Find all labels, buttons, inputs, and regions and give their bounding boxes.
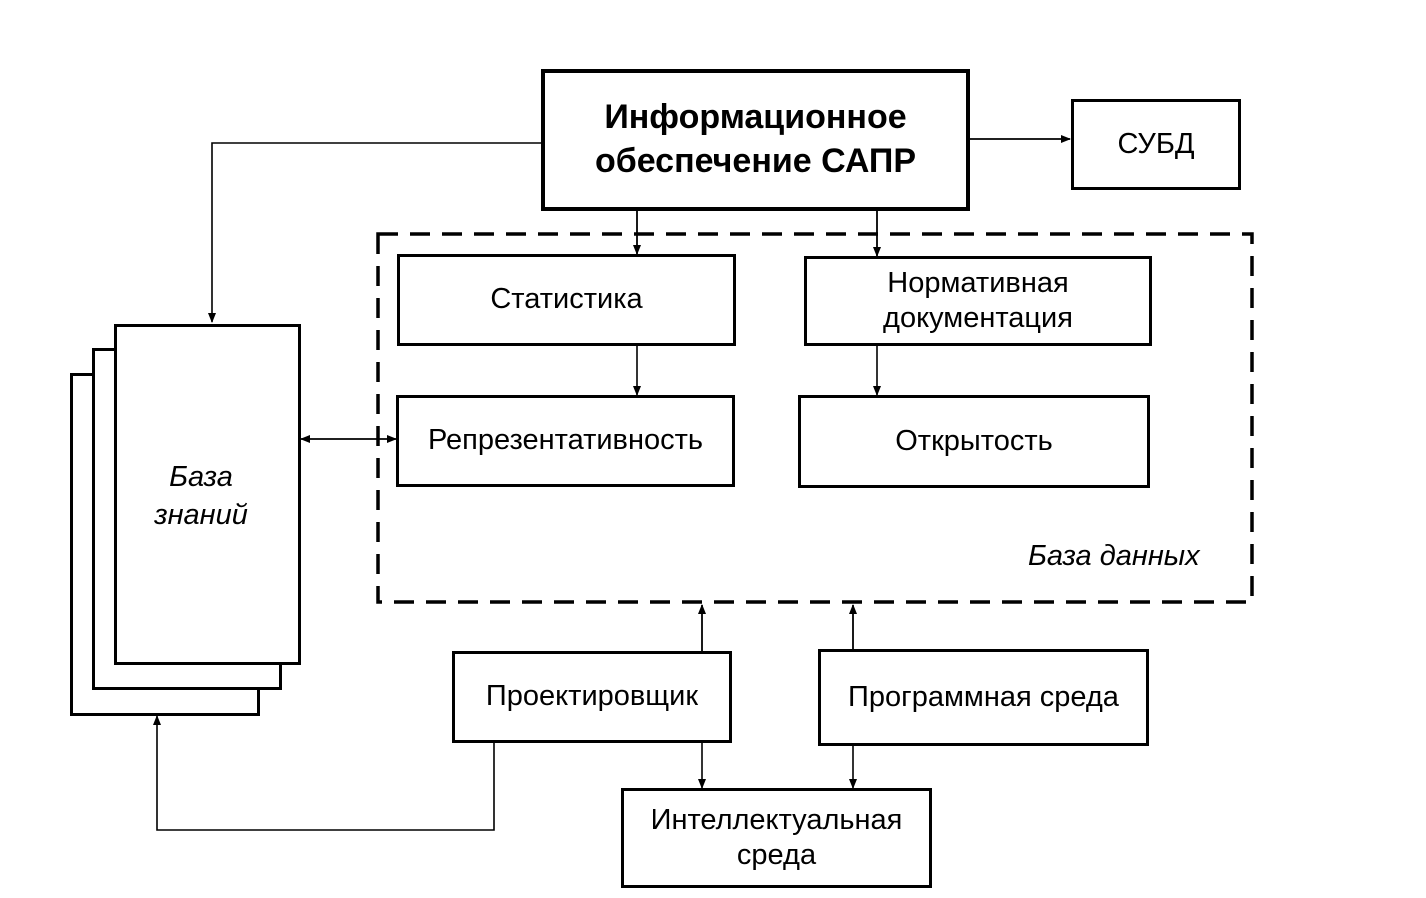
main-line-2: обеспечение САПР: [594, 142, 917, 180]
knowledge-base-line-2: знаний: [154, 498, 248, 531]
representativeness-block: Репрезентативность: [396, 395, 735, 487]
knowledge-base-label: База знаний: [120, 459, 282, 534]
dbms-label: СУБД: [1117, 127, 1195, 160]
arrow-designer-to-knowledge-base: [153, 715, 495, 831]
software-env-label: Программная среда: [848, 680, 1119, 713]
database-label: База данных: [1028, 540, 1200, 572]
designer-block: Проектировщик: [452, 651, 732, 743]
dbms-block: СУБД: [1071, 99, 1241, 190]
statistics-block: Статистика: [397, 254, 736, 346]
normative-line-1: Нормативная: [887, 266, 1069, 299]
intellectual-env-line-1: Интеллектуальная: [650, 803, 903, 836]
knowledge-base-line-1: База: [169, 461, 233, 493]
arrow-main-to-knowledge-base: [208, 142, 543, 323]
main-line-1: Информационное: [604, 98, 907, 137]
intellectual-env-line-2: среда: [736, 839, 817, 871]
statistics-label: Статистика: [490, 283, 643, 316]
software-env-block: Программная среда: [818, 649, 1149, 746]
openness-block: Открытость: [798, 395, 1150, 488]
openness-label: Открытость: [895, 424, 1053, 457]
normative-block: Нормативная документация: [804, 256, 1152, 346]
normative-line-2: документация: [883, 302, 1073, 334]
main-block: Информационное обеспечение САПР: [541, 69, 970, 211]
designer-label: Проектировщик: [485, 680, 699, 713]
database-container: [376, 232, 1254, 604]
representativeness-label: Репрезентативность: [427, 424, 703, 457]
knowledge-base-sheet-front: [114, 324, 301, 665]
intellectual-env-block: Интеллектуальная среда: [621, 788, 932, 888]
